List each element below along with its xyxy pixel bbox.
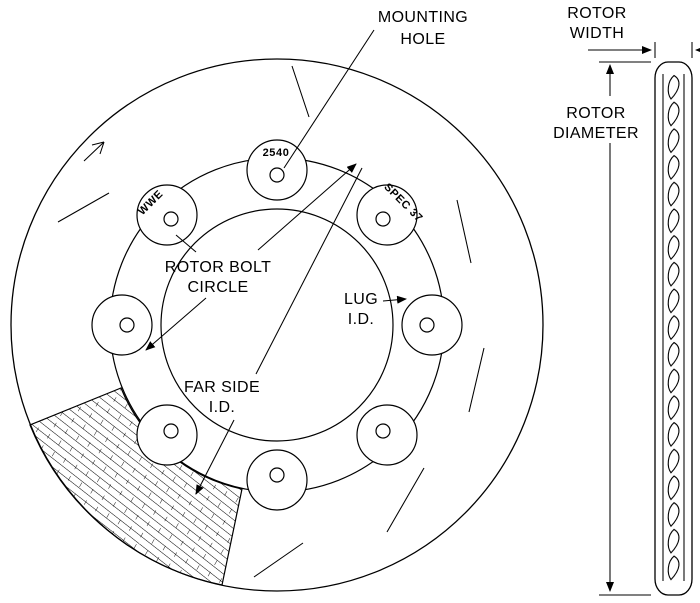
center-bore bbox=[160, 208, 394, 442]
rotation-direction-arrow bbox=[83, 141, 105, 162]
mounting-hole bbox=[375, 423, 391, 439]
far-side-id-label: FAR SIDE bbox=[184, 379, 260, 396]
rotor-slot bbox=[386, 467, 425, 533]
mounting-hole bbox=[119, 317, 135, 333]
rotor-side-view bbox=[654, 61, 693, 596]
rotor-slot bbox=[456, 199, 472, 264]
mounting-hole-label: HOLE bbox=[400, 31, 445, 48]
engraving-part-number: 2540 bbox=[263, 147, 290, 159]
rotor-slot bbox=[468, 347, 485, 413]
mounting-hole-label: MOUNTING bbox=[378, 9, 468, 26]
mounting-hole bbox=[163, 423, 179, 439]
mounting-hole bbox=[419, 317, 435, 333]
rotor-width-label: WIDTH bbox=[570, 25, 624, 42]
rotor-outer-edge bbox=[10, 58, 544, 592]
bolt-circle-label: CIRCLE bbox=[187, 279, 248, 296]
mounting-hole-leader bbox=[283, 29, 375, 169]
cooling-vanes bbox=[663, 74, 684, 581]
rotor-front-view: 2540 WWE SPEC 37 bbox=[10, 58, 544, 592]
annotations: MOUNTING HOLE ROTOR BOLT CIRCLE FAR SIDE… bbox=[145, 5, 700, 596]
bolt-circle-dimension-line bbox=[257, 163, 357, 251]
far-side-id-line bbox=[195, 419, 235, 495]
rotor-slot bbox=[291, 65, 310, 118]
mounting-hole bbox=[269, 167, 285, 183]
rotor-width-label: ROTOR bbox=[567, 5, 626, 22]
lug-id-label: LUG bbox=[344, 291, 378, 308]
far-side-id-line bbox=[255, 167, 363, 375]
lug-id-leader bbox=[382, 295, 407, 304]
rotor-diameter-label: ROTOR bbox=[566, 105, 625, 122]
mounting-hole bbox=[269, 467, 285, 483]
rotor-diameter-label: DIAMETER bbox=[553, 125, 639, 142]
rotor-slot bbox=[57, 192, 110, 223]
side-view-outline bbox=[654, 61, 693, 596]
bolt-circle-label: ROTOR BOLT bbox=[165, 259, 272, 276]
bolt-circle-leader bbox=[175, 234, 197, 253]
mounting-hole bbox=[163, 211, 179, 227]
lug-id-label: I.D. bbox=[348, 311, 375, 328]
mounting-hole bbox=[375, 211, 391, 227]
rotor-slot bbox=[253, 542, 304, 578]
far-side-section-hatch bbox=[29, 387, 243, 586]
far-side-id-label: I.D. bbox=[209, 399, 236, 416]
bolt-circle-dimension-line bbox=[145, 297, 207, 351]
